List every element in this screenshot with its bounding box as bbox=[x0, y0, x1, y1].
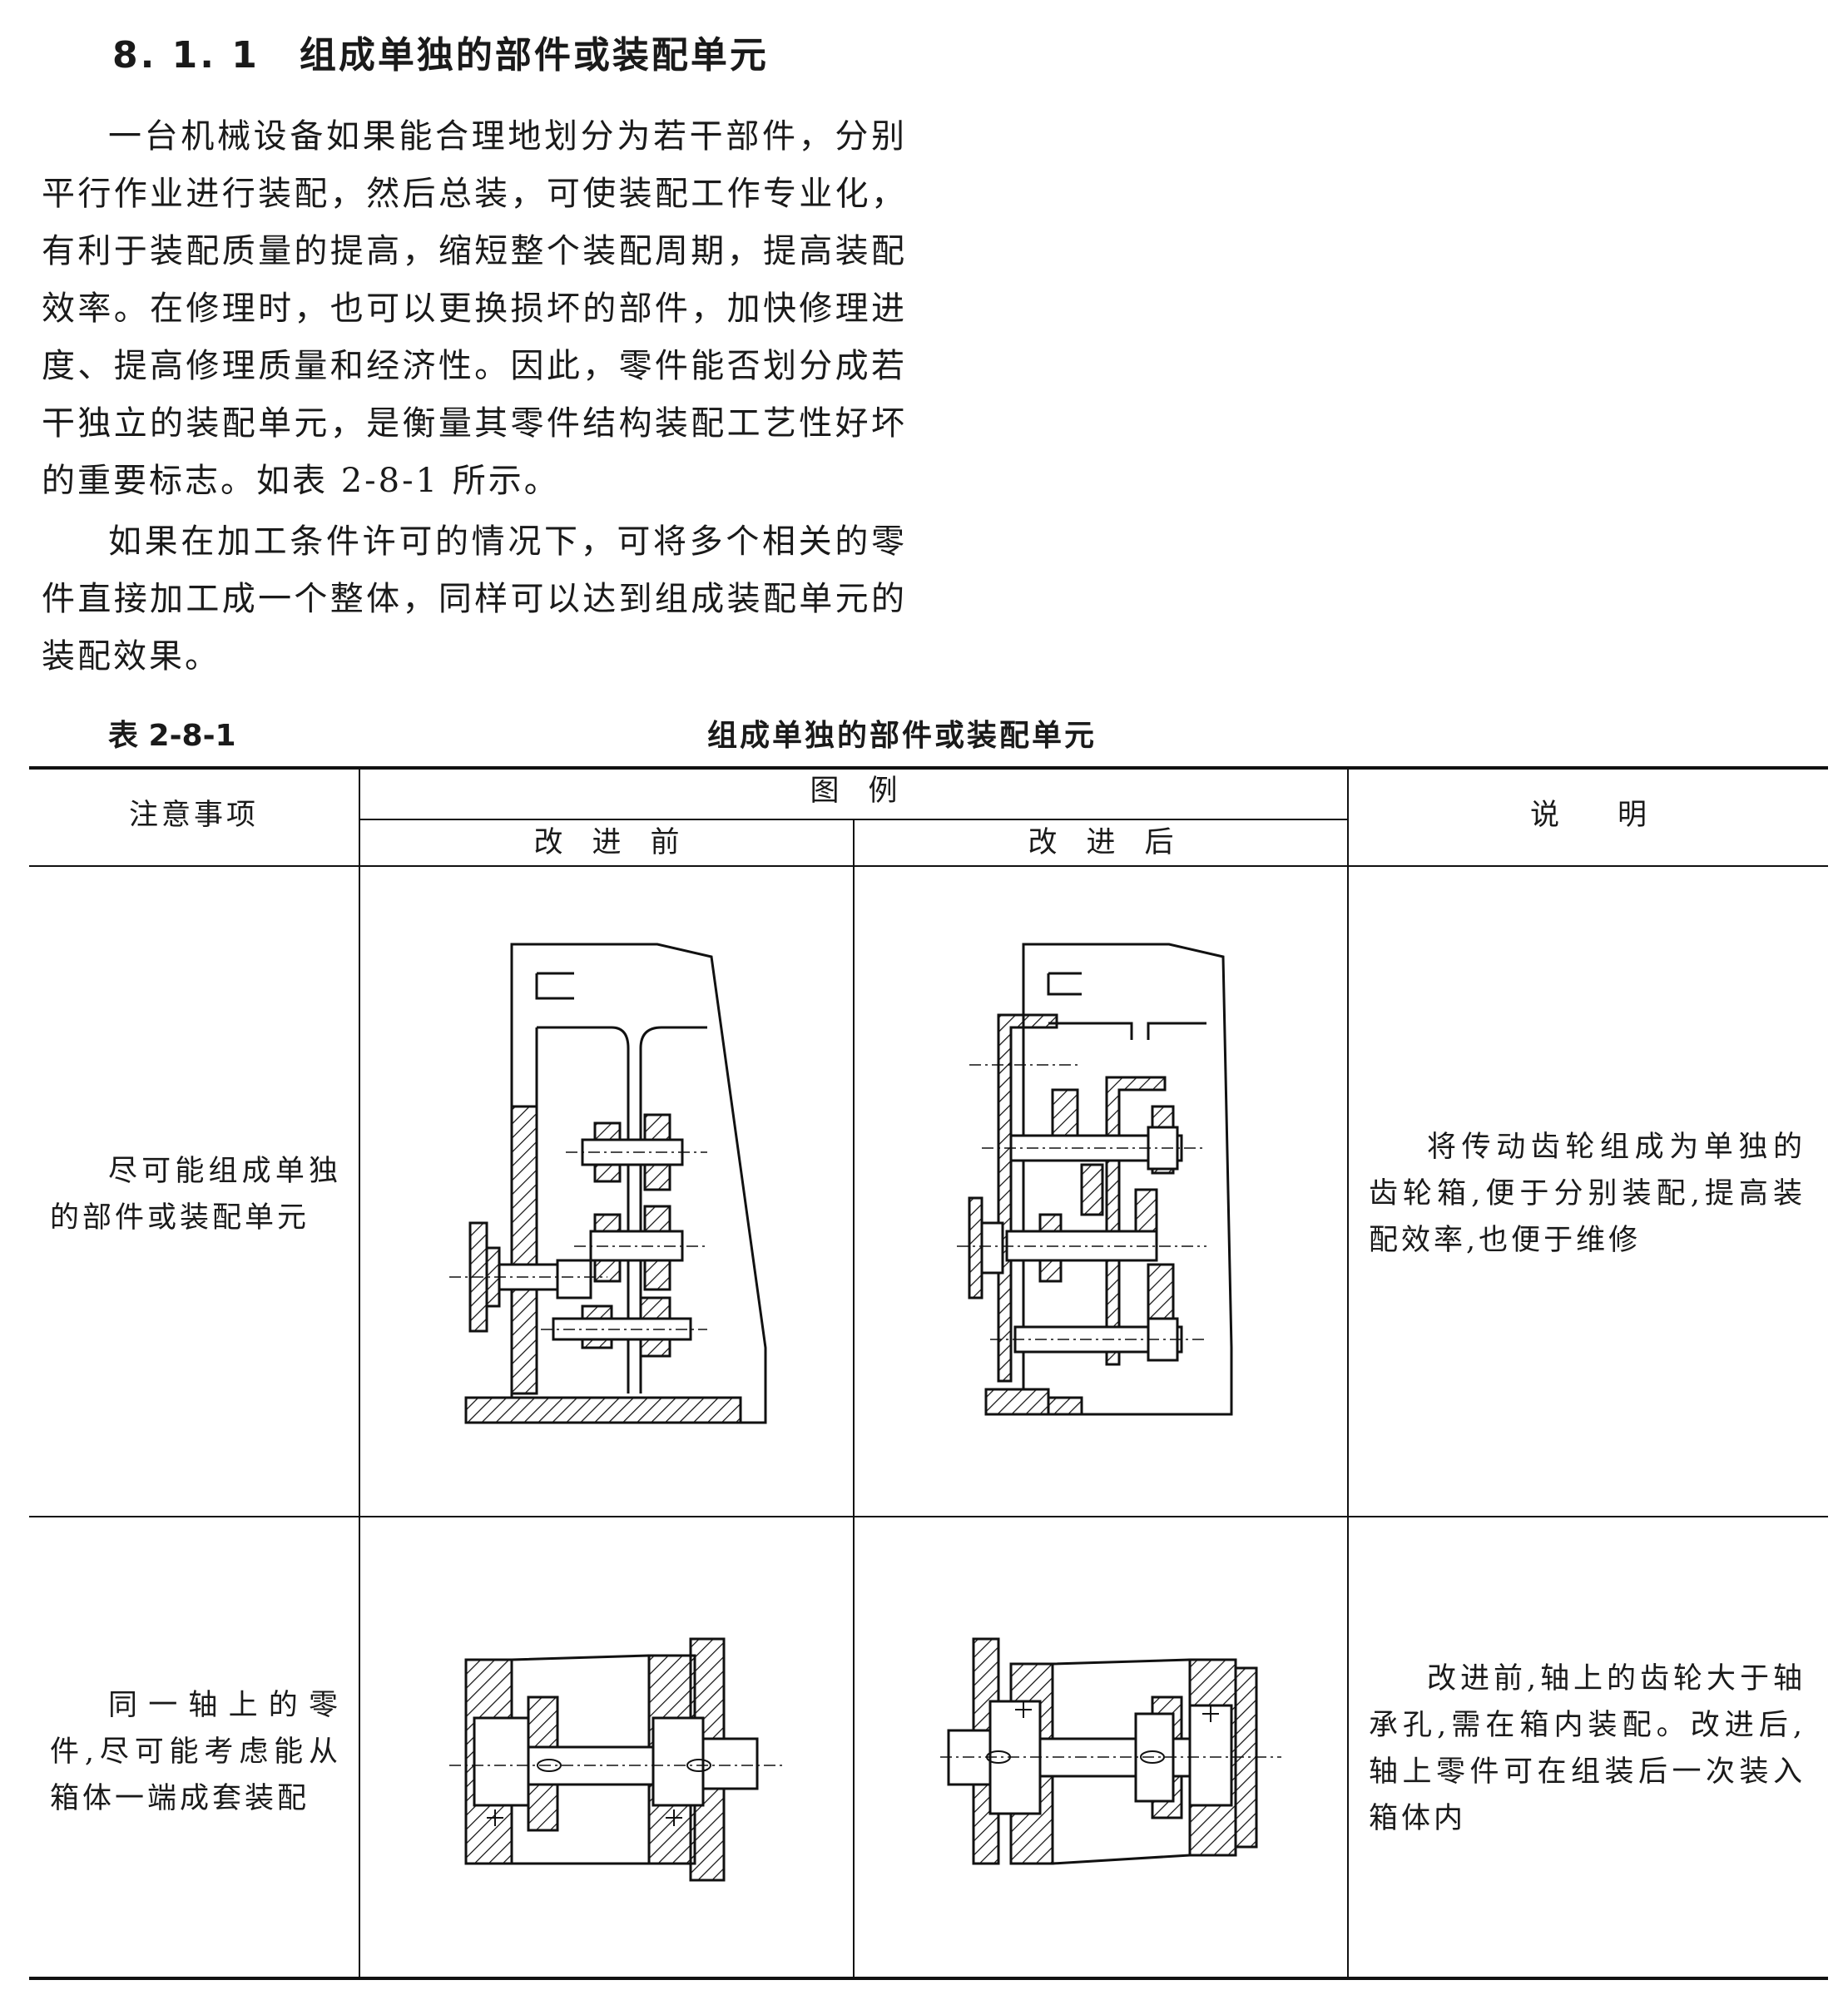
shaft-after-drawing bbox=[940, 1637, 1281, 1865]
header-before: 改 进 前 bbox=[533, 826, 680, 859]
section-heading: 8. 1. 1 组成单独的部件或装配单元 bbox=[112, 25, 769, 78]
table-title: 组成单独的部件或装配单元 bbox=[707, 719, 1097, 753]
row1-note: 尽可能组成单独的部件或装配单元 bbox=[50, 1155, 341, 1235]
paragraph: 如果在加工条件许可的情况下，可将多个相关的零件直接加工成一个整体，同样可以达到组… bbox=[42, 522, 907, 676]
gearbox-after-drawing bbox=[957, 943, 1233, 1416]
column-divider bbox=[853, 819, 855, 1978]
header-notes: 注意事项 bbox=[128, 799, 259, 832]
column-divider bbox=[359, 766, 360, 1978]
row1-explanation: 将传动齿轮组成为单独的齿轮箱,便于分别装配,提高装配效率,也便于维修 bbox=[1369, 1131, 1806, 1257]
body-text: 一台机械设备如果能合理地划分为若干部件，分别平行作业进行装配，然后总装，可使装配… bbox=[42, 108, 907, 689]
section-number: 8. 1. 1 bbox=[112, 34, 260, 77]
section-title: 组成单独的部件或装配单元 bbox=[299, 34, 769, 77]
table-top-rule bbox=[29, 766, 1828, 770]
row2-note: 同一轴上的零件,尽可能考虑能从箱体一端成套装配 bbox=[50, 1689, 341, 1815]
header-figure: 图 例 bbox=[810, 775, 898, 808]
row-divider bbox=[29, 1516, 1828, 1517]
gearbox-before-drawing bbox=[449, 943, 767, 1424]
table-number: 表 2-8-1 bbox=[108, 719, 236, 753]
shaft-before-drawing bbox=[449, 1637, 782, 1882]
header-bottom-rule bbox=[29, 865, 1828, 867]
row2-explanation: 改进前,轴上的齿轮大于轴承孔,需在箱内装配。改进后,轴上零件可在组装后一次装入箱… bbox=[1369, 1662, 1806, 1835]
table-bottom-rule bbox=[29, 1977, 1828, 1980]
paragraph: 一台机械设备如果能合理地划分为若干部件，分别平行作业进行装配，然后总装，可使装配… bbox=[42, 117, 907, 500]
column-divider bbox=[1347, 766, 1349, 1978]
header-after: 改 进 后 bbox=[1028, 826, 1174, 859]
header-explanation: 说 明 bbox=[1529, 799, 1647, 832]
